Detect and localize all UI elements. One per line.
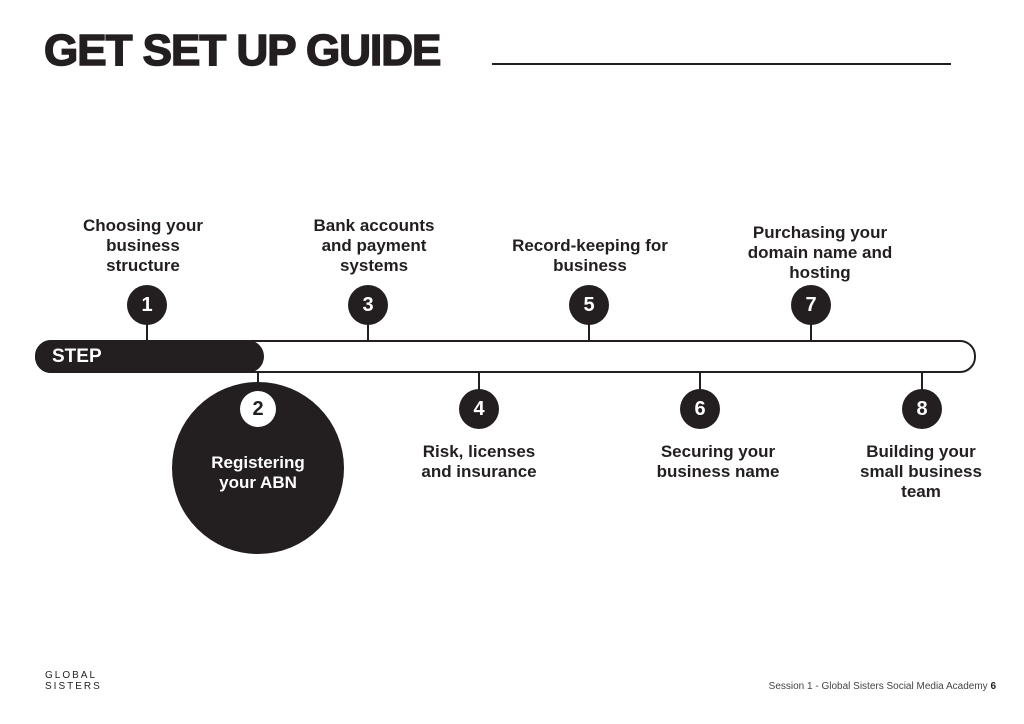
step-tick <box>367 320 369 340</box>
step-8-marker: 8 <box>902 389 942 429</box>
logo-line2: SISTERS <box>45 681 102 692</box>
step-5-marker: 5 <box>569 285 609 325</box>
step-tick <box>257 371 259 391</box>
step-6-label: Securing your business name <box>656 442 780 481</box>
step-8-label: Building your small business team <box>860 442 982 501</box>
step-1-marker: 1 <box>127 285 167 325</box>
step-tick <box>921 371 923 391</box>
step-3-marker: 3 <box>348 285 388 325</box>
step-tick <box>699 371 701 391</box>
step-2-label: Registering your ABN <box>211 453 305 492</box>
global-sisters-logo: GLOBAL SISTERS <box>45 670 102 692</box>
footer: Session 1 - Global Sisters Social Media … <box>769 681 996 692</box>
step-4-marker: 4 <box>459 389 499 429</box>
step-tick <box>146 320 148 340</box>
step-1-label: Choosing your business structure <box>83 216 203 275</box>
timeline-progress <box>35 340 264 373</box>
step-tick <box>588 320 590 340</box>
title-rule <box>492 63 951 65</box>
step-5-label: Record-keeping for business <box>512 236 668 275</box>
page-title: GET SET UP GUIDE <box>43 25 442 76</box>
footer-text: Session 1 - Global Sisters Social Media … <box>768 681 988 692</box>
step-tick <box>810 320 812 340</box>
step-tick <box>478 371 480 391</box>
step-2-marker: 2 <box>240 391 276 427</box>
step-7-marker: 7 <box>791 285 831 325</box>
step-4-label: Risk, licenses and insurance <box>421 442 537 481</box>
step-7-label: Purchasing your domain name and hosting <box>747 223 893 282</box>
step-3-label: Bank accounts and payment systems <box>313 216 435 275</box>
logo-line1: GLOBAL <box>45 670 98 681</box>
step-6-marker: 6 <box>680 389 720 429</box>
step-label: STEP <box>52 346 102 367</box>
page-number: 6 <box>990 681 996 692</box>
